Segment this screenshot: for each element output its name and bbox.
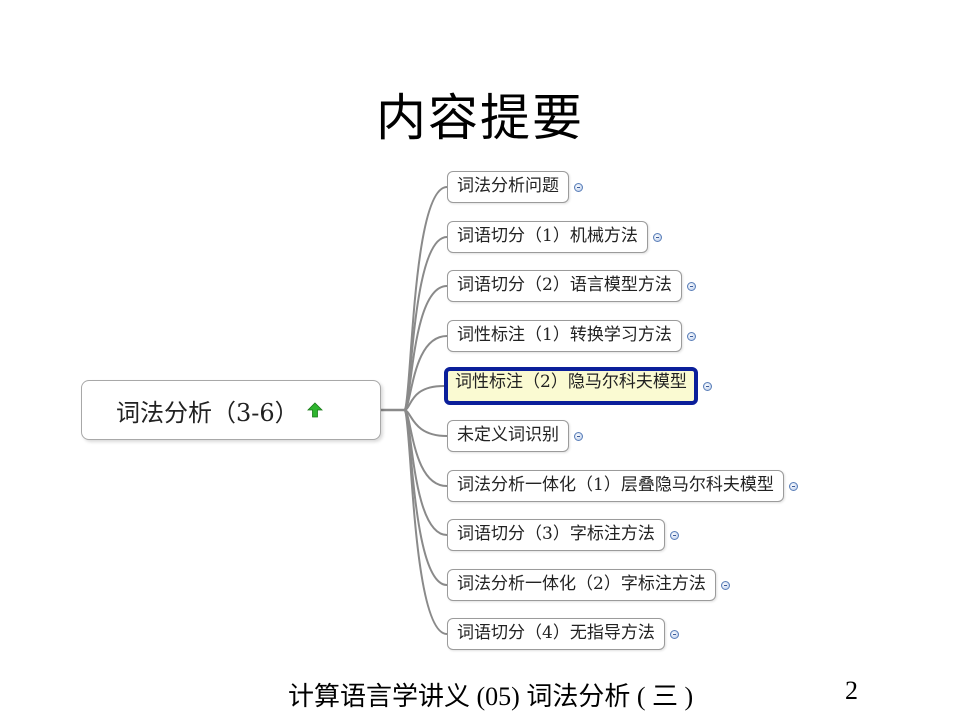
branch-topic-8[interactable]: 词语切分（3）字标注方法	[447, 519, 665, 551]
expand-collapse-icon[interactable]	[574, 182, 583, 192]
green-up-arrow-icon[interactable]	[306, 402, 323, 418]
branch-topic-label: 词法分析一体化（2）字标注方法	[457, 574, 706, 594]
branch-topic-label: 词语切分（2）语言模型方法	[457, 275, 672, 295]
page-title: 内容提要	[376, 89, 584, 147]
expand-collapse-icon[interactable]	[574, 431, 583, 441]
expand-collapse-icon[interactable]	[720, 580, 730, 590]
expand-collapse-icon[interactable]	[686, 331, 696, 341]
expand-collapse-icon[interactable]	[669, 629, 679, 639]
branch-topic-label: 词性标注（2）隐马尔科夫模型	[455, 372, 687, 392]
footer-text: 计算语言学讲义 (05) 词法分析 ( 三 )	[288, 682, 694, 711]
connector-line	[403, 335, 448, 411]
branch-topic-7[interactable]: 词法分析一体化（1）层叠隐马尔科夫模型	[447, 470, 784, 502]
page-number: 2	[845, 676, 858, 705]
branch-topic-label: 词法分析问题	[457, 176, 559, 196]
connector-line	[403, 409, 448, 635]
branch-topic-1[interactable]: 词法分析问题	[447, 171, 569, 203]
expand-collapse-icon[interactable]	[669, 530, 679, 540]
branch-topic-9[interactable]: 词法分析一体化（2）字标注方法	[447, 569, 716, 601]
branch-topic-label: 词性标注（1）转换学习方法	[457, 325, 672, 345]
branch-topic-2[interactable]: 词语切分（1）机械方法	[447, 221, 648, 253]
expand-collapse-icon[interactable]	[702, 381, 712, 391]
branch-topic-4[interactable]: 词性标注（1）转换学习方法	[447, 320, 682, 352]
branch-topic-label: 词语切分（1）机械方法	[457, 226, 638, 246]
branch-topic-10[interactable]: 词语切分（4）无指导方法	[447, 618, 665, 650]
branch-topic-label: 词法分析一体化（1）层叠隐马尔科夫模型	[457, 475, 774, 495]
branch-topic-5[interactable]: 词性标注（2）隐马尔科夫模型	[444, 367, 698, 405]
branch-topic-label: 词语切分（3）字标注方法	[457, 524, 655, 544]
branch-topic-label: 词语切分（4）无指导方法	[457, 623, 655, 643]
expand-collapse-icon[interactable]	[652, 232, 662, 242]
root-topic-label: 词法分析（3-6）	[116, 398, 299, 427]
branch-topic-3[interactable]: 词语切分（2）语言模型方法	[447, 270, 682, 302]
branch-topic-6[interactable]: 未定义词识别	[447, 420, 569, 452]
branch-topic-label: 未定义词识别	[457, 425, 559, 445]
root-topic[interactable]: 词法分析（3-6）	[81, 380, 381, 440]
connector-line	[403, 385, 445, 411]
expand-collapse-icon[interactable]	[788, 481, 798, 491]
expand-collapse-icon[interactable]	[686, 281, 696, 291]
